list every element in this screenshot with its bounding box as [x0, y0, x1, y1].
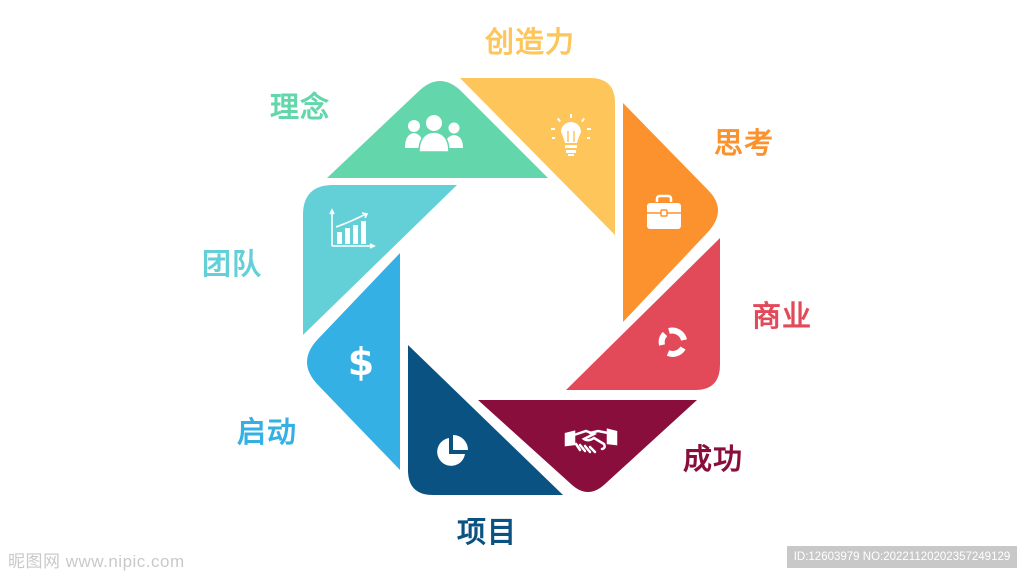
dollar-icon: $: [348, 340, 374, 384]
segment-tuandui: [303, 185, 457, 335]
label-chuangzaoli: 创造力: [485, 25, 576, 59]
label-qidong: 启动: [237, 415, 298, 449]
bar-chart-growth-icon: [329, 208, 376, 249]
lightbulb-icon: [551, 114, 591, 156]
pie-chart-icon: [437, 435, 468, 466]
label-xiangmu: 项目: [457, 515, 518, 549]
segment-qidong: $: [307, 253, 400, 470]
watermark-site: 昵图网 www.nipic.com: [8, 552, 185, 571]
label-chenggong: 成功: [683, 442, 744, 476]
label-tuandui: 团队: [202, 247, 263, 281]
segment-chuangzaoli: [460, 78, 615, 235]
handshake-icon: [564, 428, 618, 454]
label-linian: 理念: [270, 90, 331, 124]
segment-linian: [327, 81, 548, 178]
briefcase-icon: [647, 194, 681, 229]
segment-chenggong: [478, 400, 697, 492]
people-group-icon: [405, 115, 463, 153]
svg-text:$: $: [348, 340, 374, 384]
segment-sikao: [623, 103, 718, 322]
cycle-arrows-icon: [658, 327, 687, 357]
segment-shangye: [566, 238, 720, 390]
label-shangye: 商业: [752, 299, 813, 333]
label-sikao: 思考: [714, 126, 775, 160]
segment-xiangmu: [408, 345, 563, 495]
watermark-id: ID:12603979 NO:20221120202357249129: [787, 546, 1017, 568]
